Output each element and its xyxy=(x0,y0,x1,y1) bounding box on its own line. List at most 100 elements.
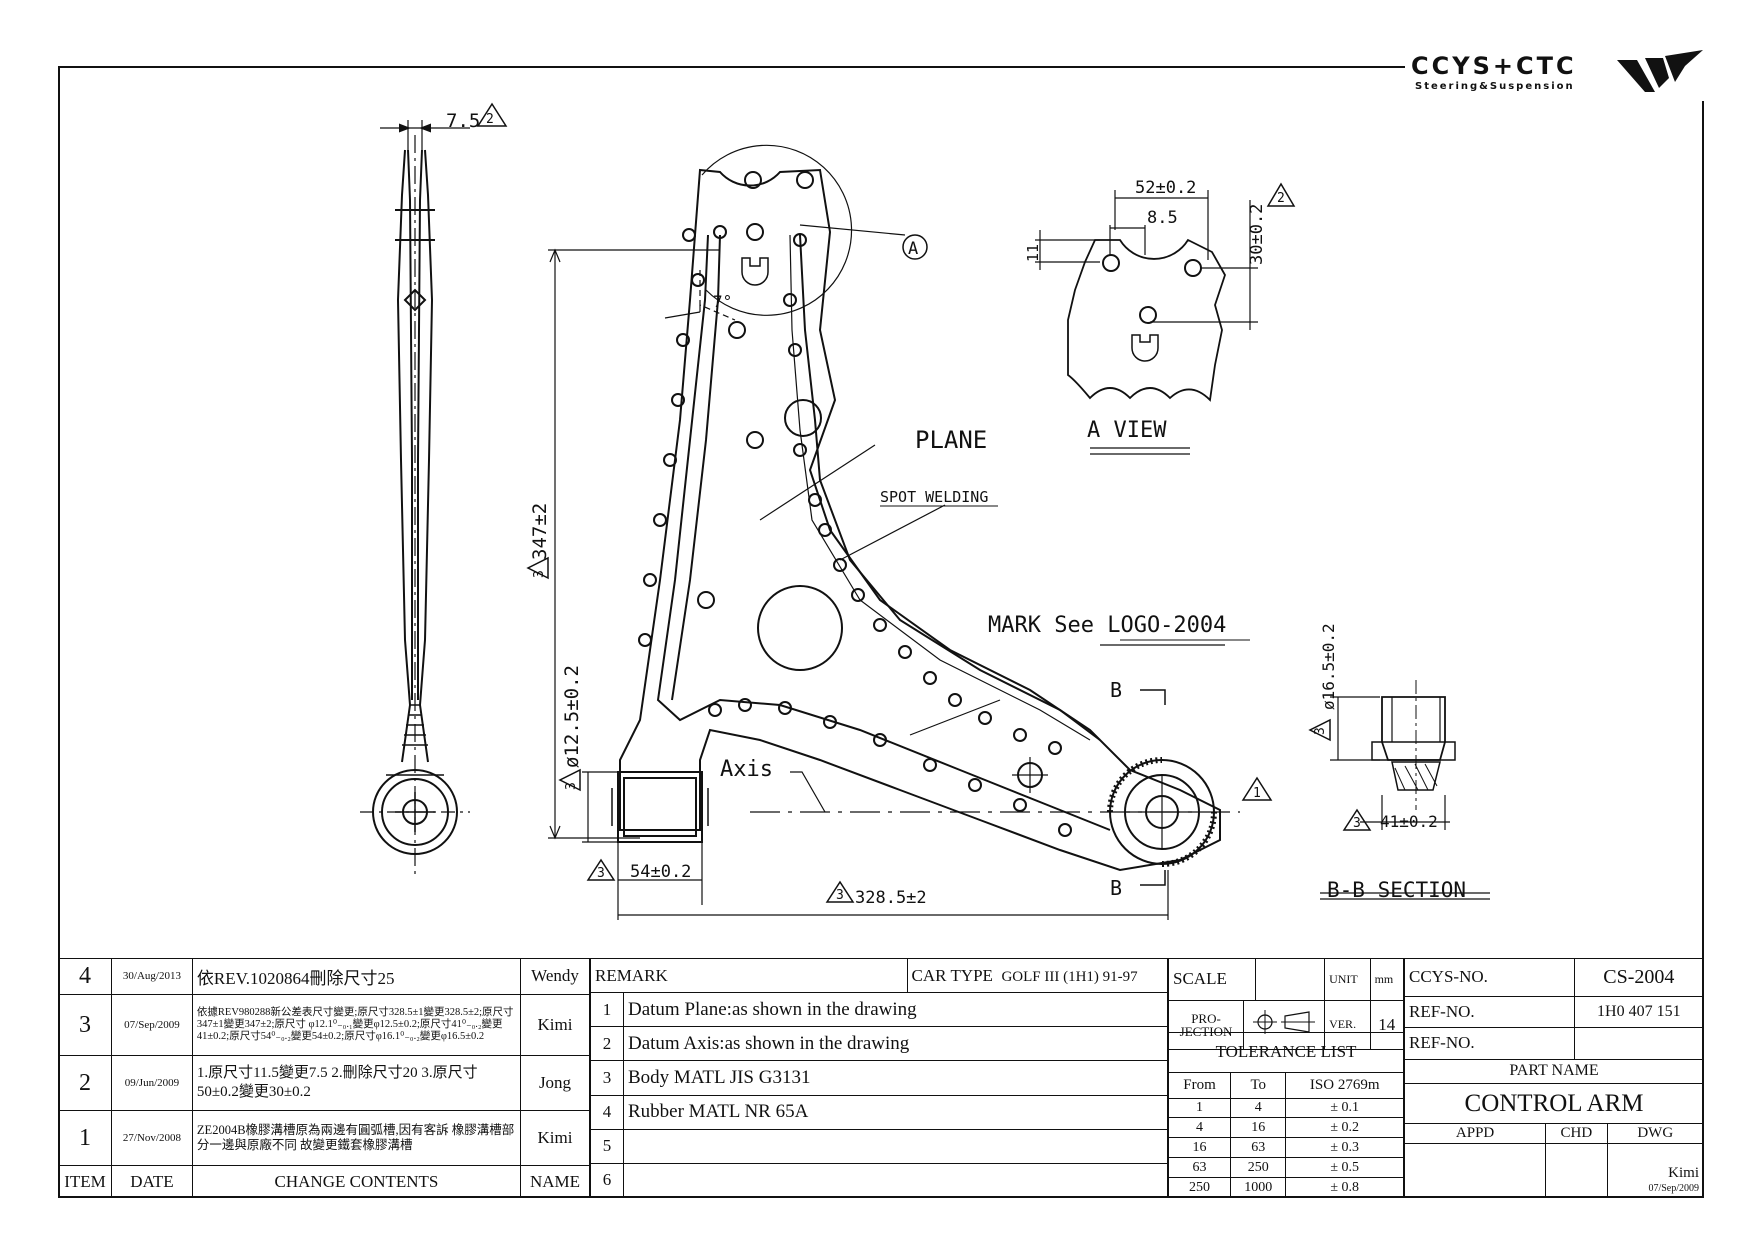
part-table: CCYS-NO. CS-2004 REF-NO. 1H0 407 151 REF… xyxy=(1403,958,1705,1198)
projection-icon xyxy=(1253,1010,1316,1035)
appd-value xyxy=(1403,1143,1547,1198)
section-mark-bottom: B xyxy=(1110,876,1122,900)
car-type-cell: CAR TYPE GOLF III (1H1) 91-97 xyxy=(906,957,1169,994)
main-dimensions xyxy=(548,224,1225,920)
chd-label: CHD xyxy=(1545,1123,1608,1145)
tolerance-cell: ± 0.2 xyxy=(1285,1117,1404,1139)
rev-date: 30/Aug/2013 xyxy=(110,958,193,995)
tolerance-cell: ± 0.1 xyxy=(1285,1097,1404,1119)
rev-header-name: NAME xyxy=(520,1165,590,1198)
tolerance-title: TOLERANCE LIST xyxy=(1168,1032,1404,1073)
detail-a-label: A xyxy=(908,239,918,259)
dwg-date: 07/Sep/2009 xyxy=(1648,1183,1699,1194)
ccys-no: CS-2004 xyxy=(1573,958,1705,997)
tolerance-cell: ± 0.5 xyxy=(1285,1157,1404,1179)
a-view-title: A VIEW xyxy=(1087,418,1167,443)
dim-bush-width-rev: 3 xyxy=(597,866,605,881)
dwg-signature: Kimi 07/Sep/2009 xyxy=(1606,1143,1704,1198)
remark-no: 1 xyxy=(590,992,624,1028)
tolerance-cell: 63 xyxy=(1230,1137,1287,1159)
rev-name: Kimi xyxy=(520,1110,590,1167)
tolerance-cell: 1 xyxy=(1167,1097,1232,1119)
scale-label: SCALE xyxy=(1167,958,1257,1001)
rev-content: 依據REV980288新公差表尺寸變更;原尺寸328.5±1變更328.5±2;… xyxy=(191,993,522,1057)
plane-label: PLANE xyxy=(915,426,987,454)
rev-triangles xyxy=(476,102,1372,903)
rev-header-content: CHANGE CONTENTS xyxy=(191,1165,522,1198)
a-view-dim-30: 30±0.2 xyxy=(1247,204,1267,265)
company-logo: CCYS+CTC Steering&Suspension xyxy=(1405,46,1705,101)
rev-item: 4 xyxy=(58,958,112,995)
unit-value: mm xyxy=(1369,958,1405,1001)
appd-label: APPD xyxy=(1403,1123,1547,1145)
tolerance-cell: ± 0.8 xyxy=(1285,1177,1404,1198)
ref-no: 1H0 407 151 xyxy=(1573,995,1705,1029)
tolerance-cell: 250 xyxy=(1230,1157,1287,1179)
rev-content: ZE2004B橡膠溝槽原為兩邊有圓弧槽,因有客訴 橡膠溝槽部分一邊與原廠不同 故… xyxy=(191,1110,522,1167)
bb-dim-dia: ø16.5±0.2 xyxy=(1319,623,1338,710)
ref-no2-label: REF-NO. xyxy=(1404,1027,1575,1060)
bb-dim-dia-rev: 3 xyxy=(1313,727,1328,735)
remark-text: Datum Axis:as shown in the drawing xyxy=(623,1026,1168,1062)
rev-content: 依REV.1020864刪除尺寸25 xyxy=(191,958,522,995)
car-type-label: CAR TYPE xyxy=(911,965,993,985)
car-type-value: GOLF III (1H1) 91-97 xyxy=(1001,968,1138,985)
tolerance-cell: 4 xyxy=(1167,1117,1232,1139)
rev-header-date: DATE xyxy=(110,1165,193,1198)
rev-item: 3 xyxy=(58,993,112,1057)
rev-date: 09/Jun/2009 xyxy=(110,1055,193,1112)
remark-no: 6 xyxy=(590,1162,624,1199)
chd-value xyxy=(1545,1143,1608,1198)
ccys-no-label: CCYS-NO. xyxy=(1404,958,1575,997)
a-view-dim-85: 8.5 xyxy=(1147,208,1178,228)
dim-bush-dia-rev: 3 xyxy=(564,782,579,790)
unit-label: UNIT xyxy=(1324,958,1371,1001)
tolerance-cell: 63 xyxy=(1167,1157,1232,1179)
remark-no: 4 xyxy=(590,1094,624,1130)
a-view-dim-52: 52±0.2 xyxy=(1135,178,1196,198)
dim-top-width: 7.5 xyxy=(446,110,480,132)
remark-text: Rubber MATL NR 65A xyxy=(623,1094,1168,1130)
tolerance-cell: 4 xyxy=(1230,1097,1287,1119)
logo-tagline: Steering&Suspension xyxy=(1415,81,1575,92)
a-view-dim-11: 11 xyxy=(1024,244,1042,262)
bb-dim-width: 41±0.2 xyxy=(1380,812,1438,831)
title-block: 4 30/Aug/2013 依REV.1020864刪除尺寸25 Wendy 3… xyxy=(58,957,1705,1199)
dim-height-rev: 3 xyxy=(532,570,547,578)
dim-height: 347±2 xyxy=(529,503,551,560)
bb-section-title: B-B SECTION xyxy=(1327,878,1466,902)
remark-header: REMARK xyxy=(590,957,908,994)
rev-name: Wendy xyxy=(520,958,590,995)
a-view-rev: 2 xyxy=(1277,191,1285,206)
technical-drawing: 7.5 2 347±2 3 ø12.5±0.2 3 54±0.2 3 328.5… xyxy=(360,102,1490,920)
remark-text xyxy=(623,1162,1168,1199)
side-view xyxy=(360,120,470,875)
a-view xyxy=(1035,190,1258,455)
tolerance-cell: 250 xyxy=(1167,1177,1232,1198)
remark-text xyxy=(623,1128,1168,1164)
rev-content: 1.原尺寸11.5變更7.5 2.刪除尺寸20 3.原尺寸50±0.2變更30±… xyxy=(191,1055,522,1112)
dwg-name: Kimi xyxy=(1668,1165,1699,1181)
dim-length: 328.5±2 xyxy=(855,888,927,908)
angle-label: 7° xyxy=(713,292,732,311)
mark-label: MARK See LOGO-2004 xyxy=(988,613,1226,638)
tolerance-cell: 1000 xyxy=(1230,1177,1287,1198)
part-name: CONTROL ARM xyxy=(1404,1083,1704,1125)
ref-no-label: REF-NO. xyxy=(1404,995,1575,1029)
rev-date: 27/Nov/2008 xyxy=(110,1110,193,1167)
bb-section xyxy=(1320,680,1490,900)
remark-text: Body MATL JIS G3131 xyxy=(623,1060,1168,1096)
scale-value xyxy=(1255,958,1326,1001)
spot-welding-label: SPOT WELDING xyxy=(880,488,988,506)
tolerance-cell: ± 0.3 xyxy=(1285,1137,1404,1159)
dwg-label: DWG xyxy=(1606,1123,1704,1145)
rev-header-item: ITEM xyxy=(58,1165,112,1198)
rev-name: Kimi xyxy=(520,993,590,1057)
dim-bush-width: 54±0.2 xyxy=(630,862,691,882)
remark-no: 5 xyxy=(590,1128,624,1164)
bb-dim-width-rev: 3 xyxy=(1353,816,1361,831)
tolerance-cell: 16 xyxy=(1167,1137,1232,1159)
rev-date: 07/Sep/2009 xyxy=(110,993,193,1057)
